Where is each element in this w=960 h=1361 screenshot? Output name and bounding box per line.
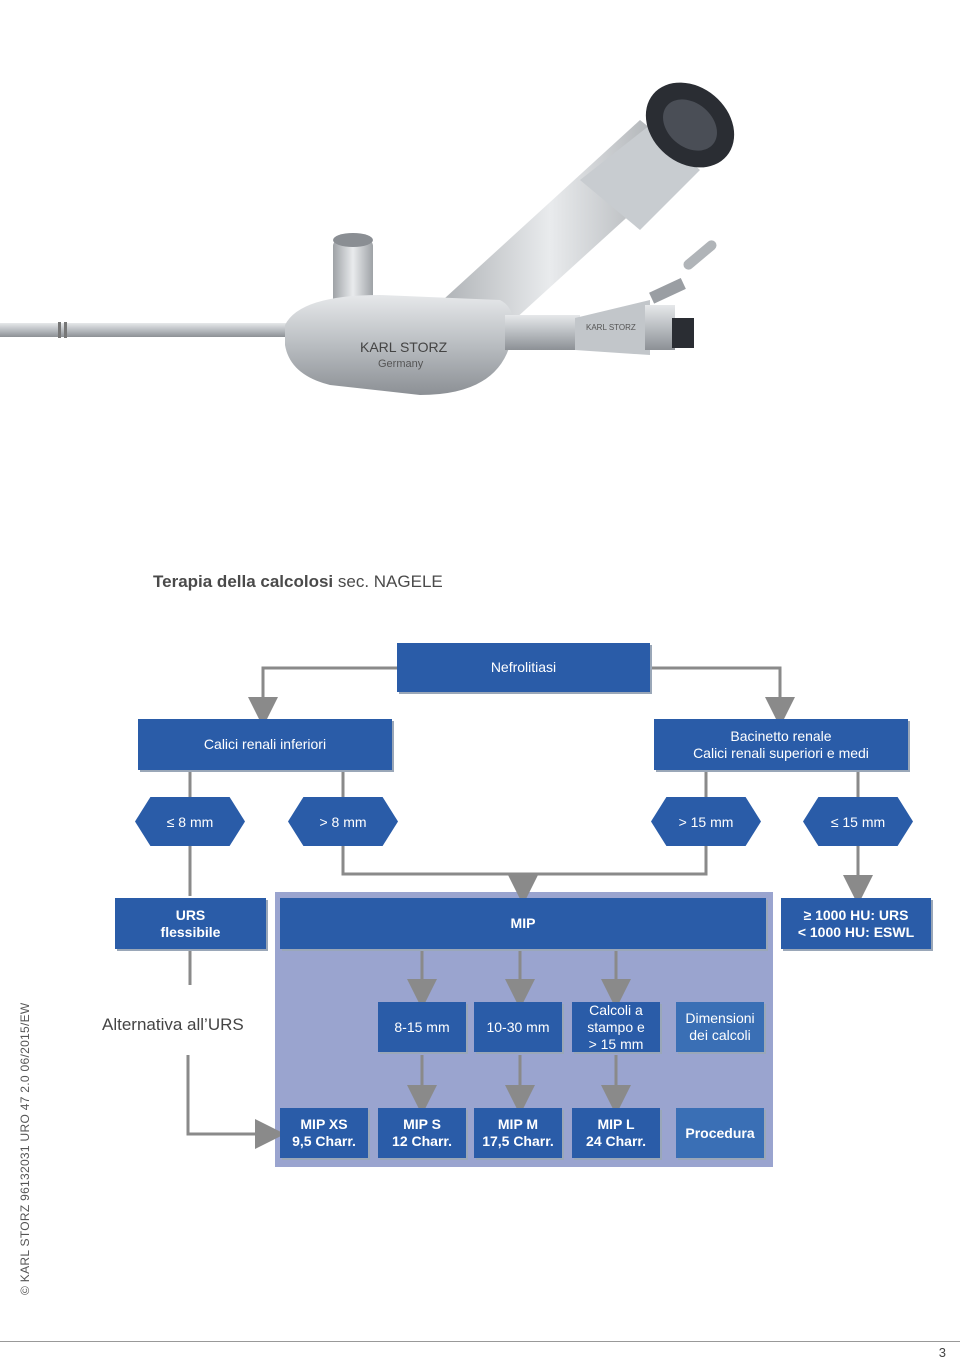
stone-size-8-15: 8-15 mm <box>378 1002 466 1052</box>
legend-procedure: Procedura <box>676 1108 764 1158</box>
diamond-gt-8mm: > 8 mm <box>288 797 398 846</box>
device-country-label: Germany <box>378 358 424 370</box>
instrument-mip-l: MIP L 24 Charr. <box>572 1108 660 1158</box>
title-main: Terapia della calcolosi <box>153 572 334 591</box>
device-brand-label-2: KARL STORZ <box>586 323 636 332</box>
diamond-le-15mm: ≤ 15 mm <box>803 797 913 846</box>
copyright-code: © KARL STORZ 96132031 URO 47 2.0 06/2015… <box>18 1002 32 1295</box>
page-title: Terapia della calcolosi sec. NAGELE <box>153 572 443 592</box>
node-mip: MIP <box>280 898 766 949</box>
title-author: sec. NAGELE <box>333 572 443 591</box>
diamond-le-8mm: ≤ 8 mm <box>135 797 245 846</box>
node-urs-flessibile: URS flessibile <box>115 898 266 949</box>
device-brand-label: KARL STORZ <box>360 339 448 355</box>
node-nefrolitiasi: Nefrolitiasi <box>397 643 650 692</box>
nephroscope-illustration: KARL STORZ Germany KARL STORZ <box>0 82 735 395</box>
diamond-gt-15mm: > 15 mm <box>651 797 761 846</box>
page-number: 3 <box>938 1345 946 1360</box>
instrument-mip-s: MIP S 12 Charr. <box>378 1108 466 1158</box>
footer-rule <box>0 1341 960 1342</box>
instrument-mip-m: MIP M 17,5 Charr. <box>474 1108 562 1158</box>
legend-stone-size: Dimensioni dei calcoli <box>676 1002 764 1052</box>
node-bacinetto-renale: Bacinetto renale Calici renali superiori… <box>654 719 908 770</box>
stone-size-10-30: 10-30 mm <box>474 1002 562 1052</box>
instrument-mip-xs: MIP XS 9,5 Charr. <box>280 1108 368 1158</box>
alternative-label: Alternativa all’URS <box>102 1015 244 1034</box>
stone-size-staghorn: Calcoli a stampo e > 15 mm <box>572 1002 660 1052</box>
node-hu-decision: ≥ 1000 HU: URS < 1000 HU: ESWL <box>781 898 931 949</box>
node-calici-inferiori: Calici renali inferiori <box>138 719 392 770</box>
